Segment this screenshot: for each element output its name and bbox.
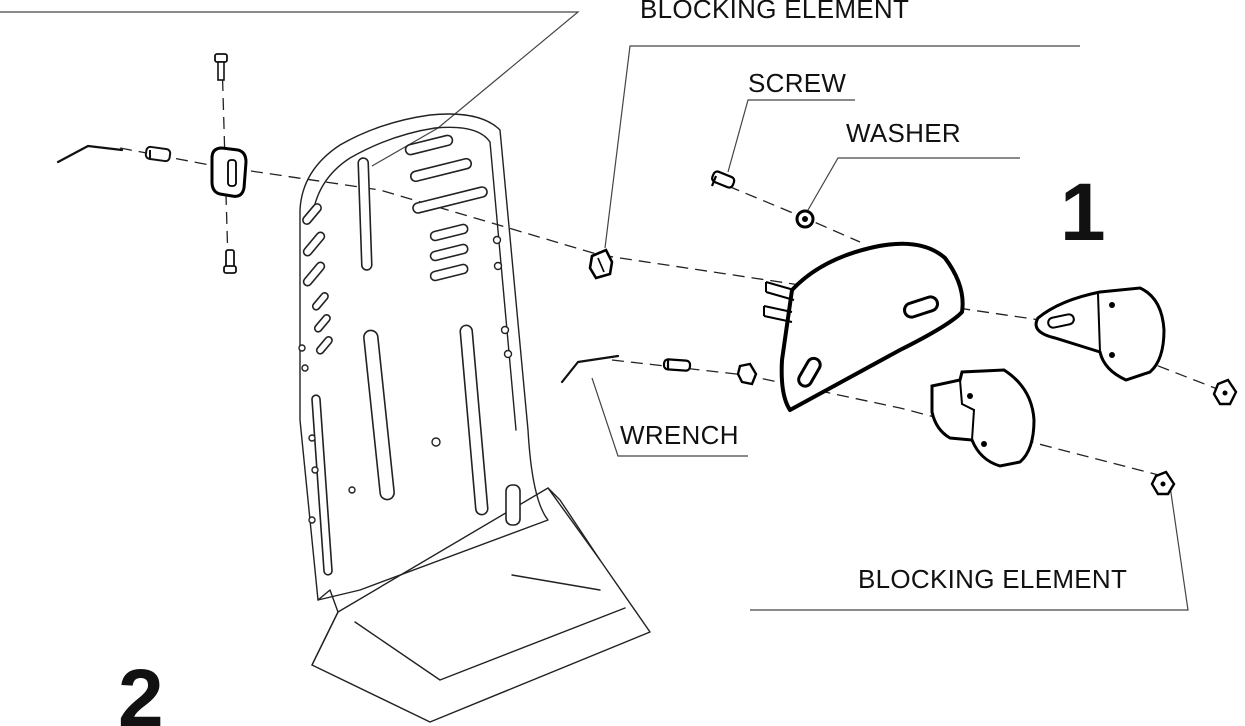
label-washer: WASHER [846,118,961,148]
label-screw: SCREW [748,68,846,98]
step-number-1: 1 [1060,167,1106,258]
clamp-block-icon [210,146,248,198]
slot-vertical-3 [459,324,489,516]
back-plate-inner-edge [311,126,517,431]
side-plate-slot-2 [797,356,822,388]
blocking-element-bottom-leader [750,485,1189,611]
screw-icon [710,170,736,189]
left-wrench-icon [56,144,124,164]
back-plate [299,113,549,601]
label-blocking-element-top: BLOCKING ELEMENT [640,0,909,24]
blocking-element-top-icon [588,248,614,280]
assembly-axes [119,59,1221,479]
base-tray [311,487,651,723]
upper-slots [404,134,488,282]
leader-lines [0,11,1189,611]
washer-leader [807,157,1020,211]
side-plate [763,241,965,412]
label-wrench: WRENCH [620,420,739,450]
slot-bottom [505,484,521,526]
backrest-assembly [298,113,651,723]
lower-bolt-icon [662,358,692,372]
left-slots [302,203,333,355]
end-blocking-element-upper-icon [1212,378,1238,406]
screw-leader [727,99,855,173]
slot-vertical-4 [311,394,333,576]
side-plate-slot [902,295,940,319]
upper-axis [119,147,1221,391]
screw-axis [727,185,861,243]
vertical-bolt-top-icon [214,53,228,81]
upper-bracket [1034,286,1166,382]
base-left-edge [311,611,339,666]
side-plate-outline [779,241,965,412]
slot-vertical-2 [363,329,395,501]
base-left-bracket [317,589,339,613]
vertical-bolt-bottom-icon [223,249,237,274]
left-bolt-icon [144,145,172,163]
blocking-element-bottom-icon [1150,470,1176,496]
slot-vertical-1 [357,157,373,271]
wrench-icon [560,354,620,384]
side-plate-studs [763,281,795,323]
lower-bracket [930,368,1036,468]
lower-axis [611,359,1171,479]
base-right-edge [547,487,601,561]
label-blocking-element-bottom: BLOCKING ELEMENT [858,564,1127,594]
blocking-element-top-leader [604,45,1080,249]
mounting-holes [298,235,513,524]
washer-icon [795,209,815,229]
base-inner-line [511,574,601,591]
step-number-2: 2 [118,653,164,726]
wrench-leader [591,377,748,457]
left-hardware [56,53,248,274]
lower-nut-icon [736,362,758,386]
base-fold-line [354,607,626,681]
top-left-leader [0,11,580,167]
